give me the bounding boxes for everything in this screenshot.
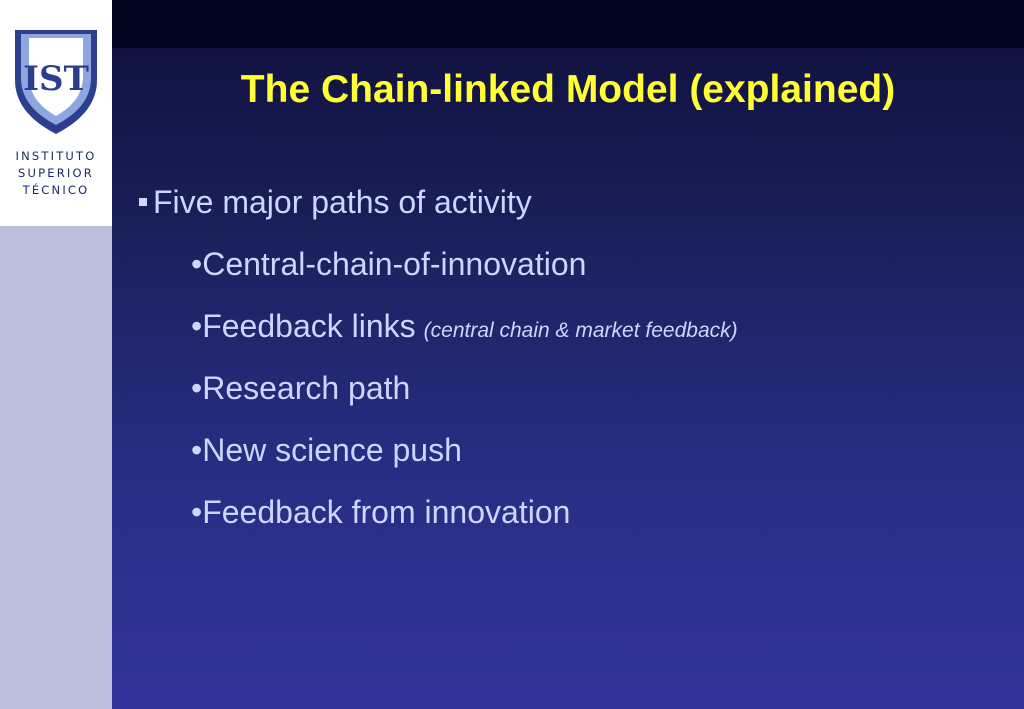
sub-bullet: •Feedback links (central chain & market f… bbox=[191, 308, 738, 370]
main-bullet-text: Five major paths of activity bbox=[153, 184, 532, 220]
sub-bullet-text: •New science push bbox=[191, 432, 462, 468]
header-band bbox=[112, 0, 1024, 48]
ist-shield-logo-icon: IST bbox=[15, 30, 97, 134]
logo-text-instituto: INSTITUTO bbox=[15, 149, 97, 163]
bullet-list: Five major paths of activity •Central-ch… bbox=[133, 184, 738, 556]
sub-bullet-text: •Research path bbox=[191, 370, 411, 406]
main-bullet: Five major paths of activity bbox=[133, 184, 738, 246]
logo-text-superior: SUPERIOR bbox=[18, 166, 94, 180]
square-bullet-icon bbox=[139, 198, 147, 206]
svg-text:IST: IST bbox=[23, 59, 89, 99]
logo-text-tecnico: TÉCNICO bbox=[22, 183, 90, 197]
slide-title: The Chain-linked Model (explained) bbox=[240, 68, 896, 111]
sub-bullet-note: (central chain & market feedback) bbox=[423, 319, 738, 342]
logo-panel: IST INSTITUTO SUPERIOR TÉCNICO bbox=[0, 0, 112, 226]
sub-bullet: •Feedback from innovation bbox=[191, 494, 738, 556]
sub-bullet-text: •Feedback from innovation bbox=[191, 494, 571, 530]
sub-bullet: •Central-chain-of-innovation bbox=[191, 246, 738, 308]
sub-bullet-text: •Central-chain-of-innovation bbox=[191, 246, 587, 282]
sub-bullet-text: •Feedback links bbox=[191, 308, 416, 344]
sub-bullet: •Research path bbox=[191, 370, 738, 432]
sub-bullet: •New science push bbox=[191, 432, 738, 494]
